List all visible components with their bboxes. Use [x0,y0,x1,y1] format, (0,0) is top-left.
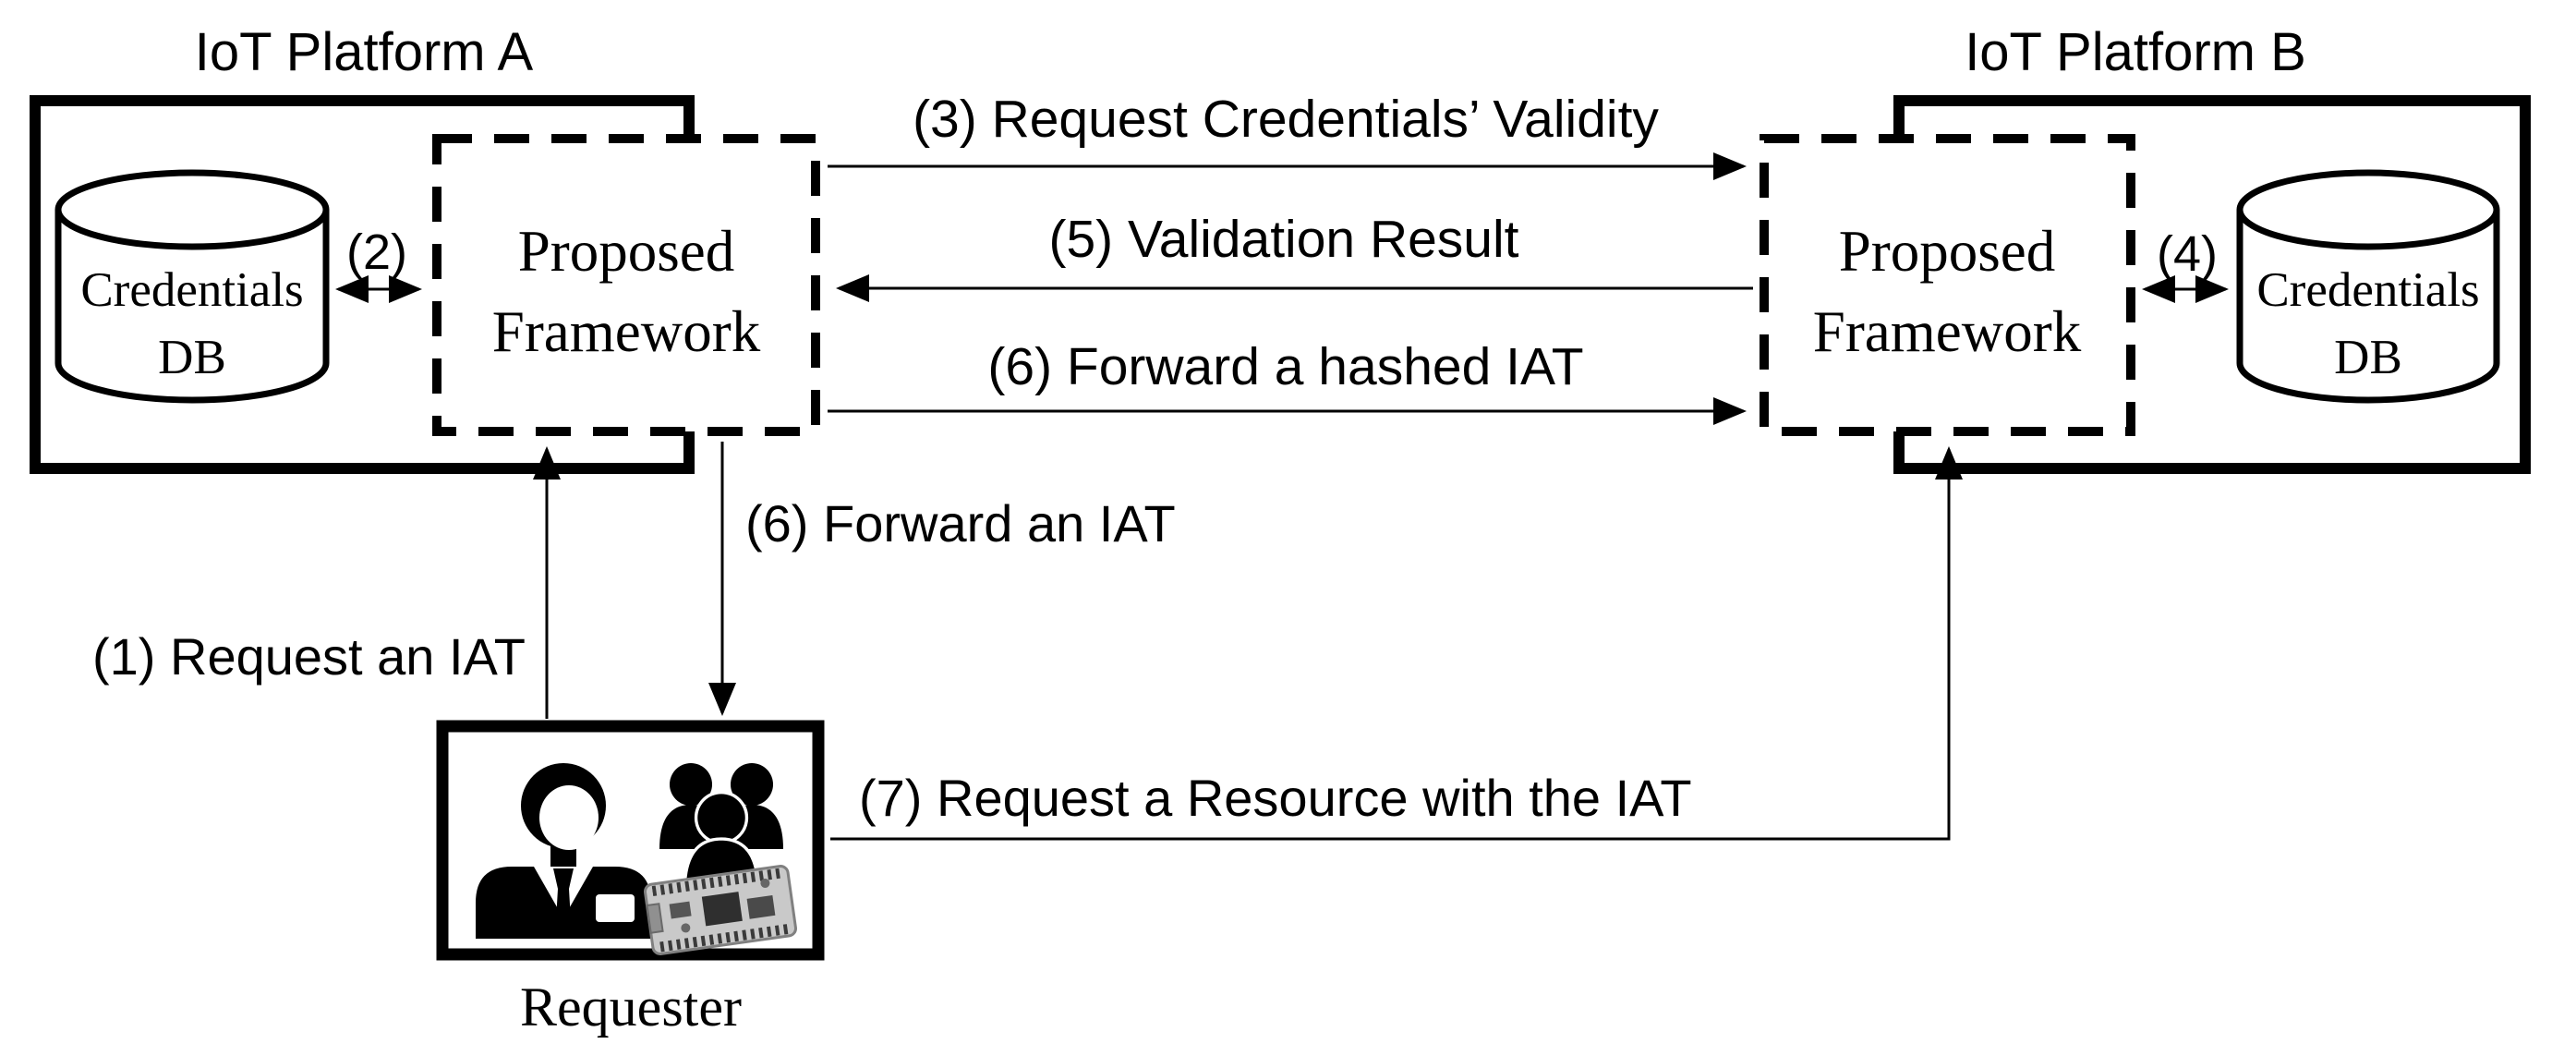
framework-a-label: Proposed Framework [492,219,761,364]
framework-a-box [432,134,820,436]
db-cylinder-top [2236,169,2500,250]
message-6-forward: (6) Forward an IAT [708,442,1176,716]
platform-b-title: IoT Platform B [1965,22,2306,82]
framework-b-line2: Framework [1813,299,2082,364]
message-7-label: (7) Request a Resource with the IAT [859,769,1692,827]
message-2: (2) [335,225,422,303]
message-4-label: (4) [2157,226,2218,282]
db-b-line2: DB [2334,331,2402,384]
db-cylinder-icon [54,210,330,404]
message-7: (7) Request a Resource with the IAT [830,446,1963,841]
message-1: (1) Request an IAT [92,446,561,719]
message-6-hashed: (6) Forward a hashed IAT [828,337,1747,425]
requester: Requester [436,720,825,1038]
requester-label: Requester [520,977,742,1038]
iot-board-icon [644,865,797,955]
message-6-forward-label: (6) Forward an IAT [745,494,1176,552]
db-cylinder-icon [2236,210,2500,404]
db-a-line2: DB [158,331,226,384]
framework-a-line1: Proposed [518,219,735,284]
db-a-line1: Credentials [80,263,303,317]
db-b-line1: Credentials [2256,263,2479,317]
message-5-label: (5) Validation Result [1048,210,1518,269]
message-3-label: (3) Request Credentials’ Validity [913,90,1659,149]
message-3: (3) Request Credentials’ Validity [828,90,1747,180]
db-cylinder-top [54,169,330,250]
framework-b-box [1760,134,2135,436]
message-4: (4) [2142,226,2229,303]
message-2-label: (2) [346,225,407,280]
credentials-db-a: Credentials DB [54,169,330,404]
message-6-hashed-label: (6) Forward a hashed IAT [987,337,1583,396]
credentials-db-b: Credentials DB [2236,169,2500,404]
message-1-label: (1) Request an IAT [92,627,526,686]
framework-b-label: Proposed Framework [1813,219,2082,364]
message-7-arrow [830,446,1963,841]
person-icon [476,763,651,939]
framework-b-line1: Proposed [1839,219,2056,284]
framework-a-line2: Framework [492,299,761,364]
message-5: (5) Validation Result [836,210,1753,302]
platform-a-title: IoT Platform A [195,22,534,82]
